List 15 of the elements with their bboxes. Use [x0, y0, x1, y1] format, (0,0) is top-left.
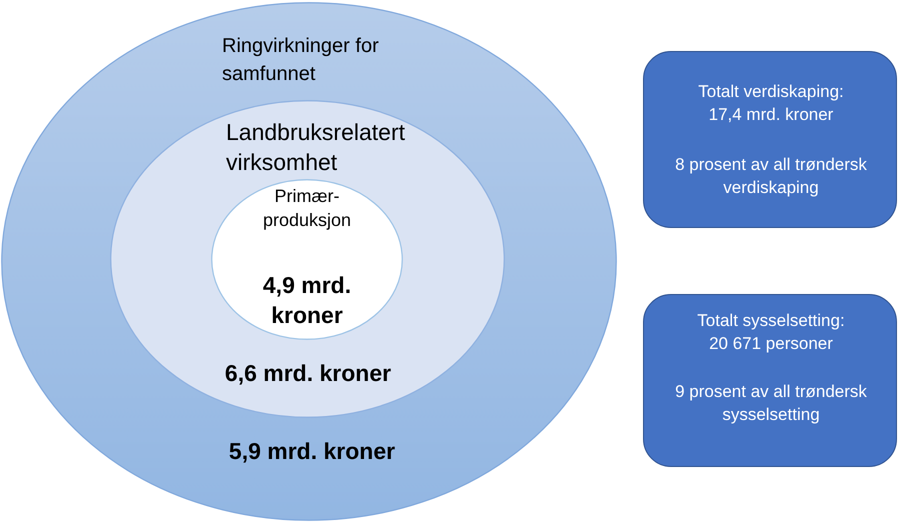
middle-ellipse: [110, 100, 505, 418]
outer-ellipse: [1, 2, 617, 521]
card-text: 8 prosent av all trøndersk verdiskaping: [674, 154, 868, 200]
info-card: [643, 294, 897, 467]
card-text: 9 prosent av all trøndersk sysselsetting: [674, 381, 868, 426]
card-text: Totalt sysselsetting: 20 671 personer: [696, 310, 846, 356]
card-text: Totalt verdiskaping: 17,4 mrd. kroner: [698, 81, 844, 126]
value-label: 5,9 mrd. kroner: [228, 438, 396, 466]
ring-label: Landbruksrelatert virksomhet: [226, 118, 406, 177]
ring-label: Ringvirkninger for samfunnet: [222, 34, 380, 87]
value-label: 4,9 mrd. kroner: [262, 271, 352, 330]
value-label: 6,6 mrd. kroner: [224, 360, 392, 388]
inner-ellipse: [211, 179, 403, 340]
info-card: [643, 51, 897, 228]
ring-label: Primær- produksjon: [262, 185, 352, 232]
